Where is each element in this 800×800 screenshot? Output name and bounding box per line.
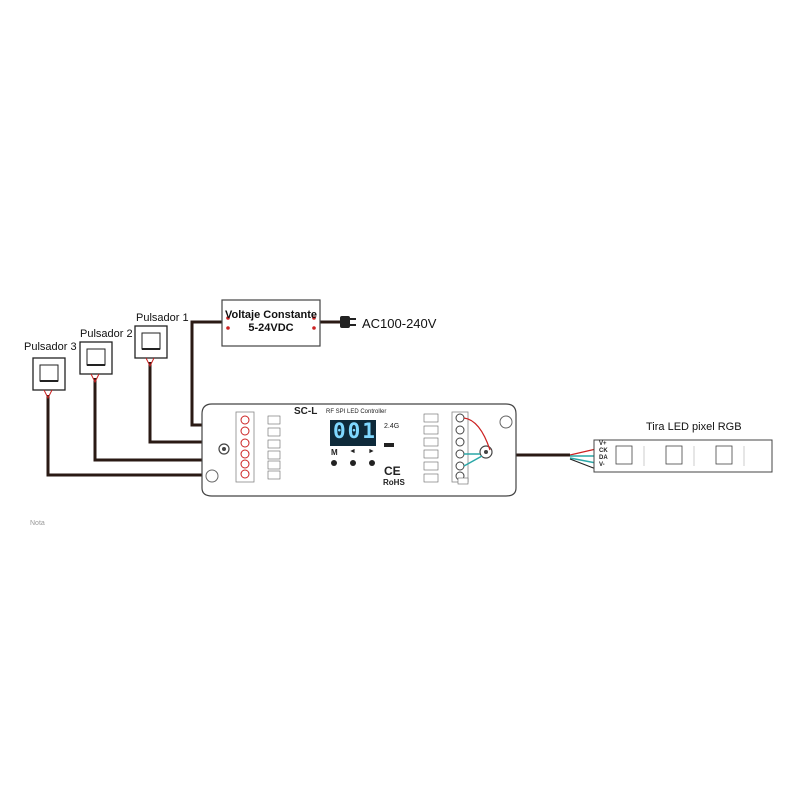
mains-label: AC100-240V bbox=[362, 316, 437, 331]
power-supply-box bbox=[221, 299, 321, 347]
wire-button-2 bbox=[93, 378, 240, 462]
strip-label: Tira LED pixel RGB bbox=[646, 421, 742, 433]
led-strip bbox=[593, 439, 773, 473]
button-3-label: Pulsador 3 bbox=[24, 341, 77, 353]
button-2-label: Pulsador 2 bbox=[80, 328, 133, 340]
freq-label: 2.4G bbox=[384, 423, 400, 430]
rohs-mark: RoHS bbox=[383, 478, 405, 487]
nav-next-button[interactable]: ► bbox=[368, 448, 375, 455]
button-3-icon bbox=[32, 357, 66, 400]
strip-pin-da: DA bbox=[599, 455, 608, 461]
plug-icon bbox=[340, 316, 356, 328]
wire-strip-black bbox=[569, 458, 597, 470]
wire-strip-teal-2 bbox=[569, 457, 597, 464]
power-supply-line2: 5-24VDC bbox=[248, 322, 294, 334]
strip-pin-vminus: V- bbox=[599, 462, 605, 468]
strip-pin-ck: CK bbox=[599, 448, 608, 454]
controller-model: SC-L bbox=[294, 406, 318, 417]
wire-strip-red bbox=[569, 448, 597, 456]
wire-red-out bbox=[463, 417, 491, 451]
controller-subtitle: RF SPI LED Controller bbox=[326, 409, 387, 415]
button-2-icon bbox=[79, 341, 113, 384]
controller-housing bbox=[201, 403, 517, 497]
nav-prev-button[interactable]: ◄ bbox=[349, 448, 356, 455]
wire-button-3 bbox=[46, 395, 240, 477]
power-supply-line1: Voltaje Constante bbox=[224, 309, 318, 321]
footer-note: Nota bbox=[30, 520, 45, 527]
strip-pin-vplus: V+ bbox=[599, 441, 607, 447]
button-1-label: Pulsador 1 bbox=[136, 312, 189, 324]
nav-mode-button[interactable]: M bbox=[331, 448, 338, 457]
button-1-icon bbox=[134, 325, 168, 368]
ce-mark: CE bbox=[384, 464, 401, 478]
wire-teal-out-2 bbox=[463, 455, 483, 467]
controller-display: 001 bbox=[333, 419, 377, 443]
